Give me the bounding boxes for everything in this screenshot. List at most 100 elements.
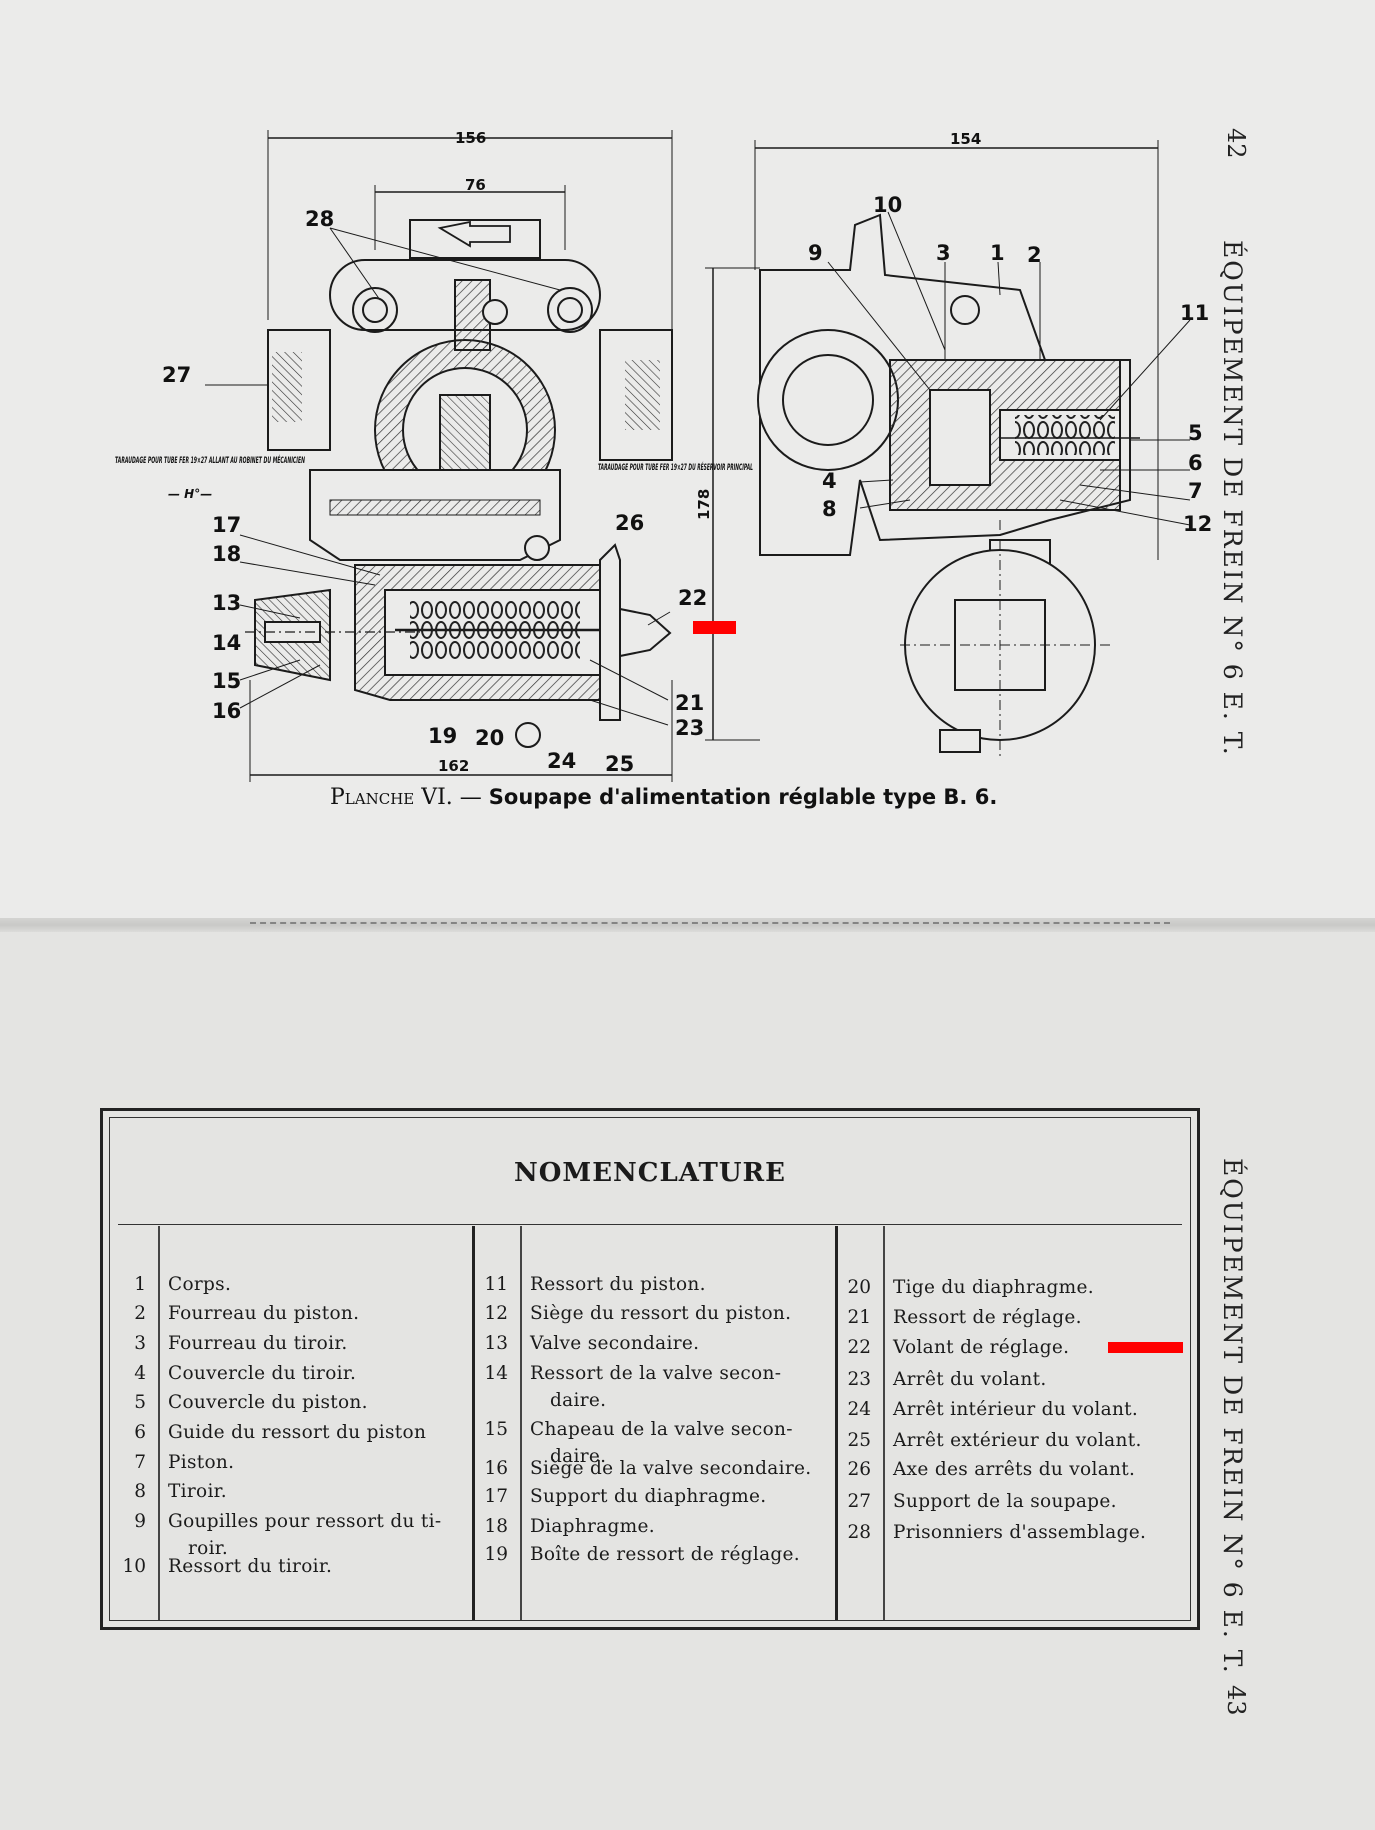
page-number-43: 43 — [1222, 1685, 1250, 1716]
column-3-number-rule — [883, 1226, 885, 1620]
item-label: Tiroir. — [168, 1481, 227, 1502]
callouts-right: 10 9 3 1 2 11 5 6 7 12 4 8 — [808, 193, 1212, 536]
table-inner-border: NOMENCLATURE 1 Corps. 2 Fourreau du piston.… — [109, 1117, 1191, 1621]
right-thread-note: TARAUDAGE POUR TUBE FER 19×27 DU RÉSERVO… — [598, 461, 753, 473]
dim-162: 162 — [438, 757, 469, 775]
item-number: 8 — [134, 1481, 146, 1502]
callout-26: 26 — [615, 511, 644, 535]
item-number: 2 — [134, 1303, 146, 1324]
item-number: 4 — [134, 1363, 146, 1384]
running-head-bottom: ÉQUIPEMENT DE FREIN N° 6 E. T. — [1218, 1158, 1247, 1675]
running-head-top: ÉQUIPEMENT DE FREIN N° 6 E. T. — [1218, 240, 1247, 757]
callout-13: 13 — [212, 591, 241, 615]
highlight-marker-drawing — [693, 621, 736, 634]
item-number: 27 — [847, 1491, 871, 1512]
callout-24: 24 — [547, 749, 576, 773]
fold-marks — [250, 922, 1170, 928]
item-label: Fourreau du piston. — [168, 1303, 360, 1324]
callout-22: 22 — [678, 586, 707, 610]
item-label-continuation: daire. — [550, 1390, 607, 1411]
item-number: 10 — [122, 1556, 146, 1577]
item-label: Corps. — [168, 1274, 232, 1295]
callout-4: 4 — [822, 469, 837, 493]
dim-178: 178 — [695, 489, 713, 520]
callout-19: 19 — [428, 724, 457, 748]
callout-21: 21 — [675, 691, 704, 715]
item-label: Goupilles pour ressort du ti- — [168, 1511, 442, 1532]
item-number: 24 — [847, 1399, 871, 1420]
left-thread-note: TARAUDAGE POUR TUBE FER 19×27 ALLANT AU … — [115, 454, 305, 466]
item-number: 16 — [484, 1458, 508, 1479]
page-number-42: 42 — [1222, 128, 1250, 159]
item-number: 19 — [484, 1544, 508, 1565]
item-number: 23 — [847, 1369, 871, 1390]
callout-5: 5 — [1188, 421, 1203, 445]
item-label: Ressort de réglage. — [893, 1307, 1082, 1328]
item-number: 20 — [847, 1277, 871, 1298]
item-number: 12 — [484, 1303, 508, 1324]
title-divider — [118, 1224, 1182, 1225]
left-thread-sub: — H°— — [168, 487, 212, 501]
item-label-continuation: roir. — [188, 1538, 229, 1559]
item-label: Volant de réglage. — [893, 1337, 1070, 1358]
column-divider-2 — [835, 1226, 838, 1620]
item-number: 17 — [484, 1486, 508, 1507]
plate-caption: Planche VI. — Soupape d'alimentation rég… — [330, 785, 1030, 810]
page-fold — [0, 918, 1375, 932]
callout-16: 16 — [212, 699, 241, 723]
nomenclature-title: NOMENCLATURE — [514, 1158, 786, 1188]
callout-1: 1 — [990, 241, 1005, 265]
item-label: Tige du diaphragme. — [893, 1277, 1094, 1298]
item-number: 1 — [134, 1274, 146, 1295]
item-label: Couvercle du piston. — [168, 1392, 368, 1413]
item-label: Couvercle du tiroir. — [168, 1363, 357, 1384]
item-number: 18 — [484, 1516, 508, 1537]
dim-156: 156 — [455, 129, 486, 147]
callout-3: 3 — [936, 241, 951, 265]
callout-11: 11 — [1180, 301, 1209, 325]
dim-154: 154 — [950, 130, 981, 148]
callout-15: 15 — [212, 669, 241, 693]
top-page — [0, 0, 1375, 925]
column-2-number-rule — [520, 1226, 522, 1620]
callout-23: 23 — [675, 716, 704, 740]
callout-10: 10 — [873, 193, 902, 217]
item-label: Prisonniers d'assemblage. — [893, 1522, 1147, 1543]
callout-20: 20 — [475, 726, 504, 750]
item-label: Guide du ressort du piston — [168, 1422, 427, 1443]
item-label: Axe des arrêts du volant. — [893, 1459, 1136, 1480]
callout-6: 6 — [1188, 451, 1203, 475]
left-view — [205, 130, 760, 782]
item-number: 25 — [847, 1430, 871, 1451]
callout-7: 7 — [1188, 479, 1203, 503]
item-label: Arrêt du volant. — [893, 1369, 1047, 1390]
column-1-number-rule — [158, 1226, 160, 1620]
caption-prefix: Planche VI. — — [330, 785, 482, 810]
item-number: 9 — [134, 1511, 146, 1532]
callout-8: 8 — [822, 497, 837, 521]
item-number: 14 — [484, 1363, 508, 1384]
item-label: Boîte de ressort de réglage. — [530, 1544, 800, 1565]
item-number: 21 — [847, 1307, 871, 1328]
item-number: 22 — [847, 1337, 871, 1358]
dim-76: 76 — [465, 176, 486, 194]
item-label: Support de la soupape. — [893, 1491, 1117, 1512]
callout-25: 25 — [605, 752, 634, 776]
item-label: Support du diaphragme. — [530, 1486, 767, 1507]
callout-18: 18 — [212, 542, 241, 566]
right-view — [754, 140, 1191, 760]
highlight-marker-table — [1108, 1342, 1183, 1353]
item-label: Ressort du piston. — [530, 1274, 706, 1295]
callout-27: 27 — [162, 363, 191, 387]
item-label: Siège du ressort du piston. — [530, 1303, 792, 1324]
dimension-labels: 156 76 154 178 162 — [438, 129, 981, 775]
caption-title: Soupape d'alimentation réglable type B. … — [488, 785, 998, 809]
item-label: Chapeau de la valve secon- — [530, 1419, 793, 1440]
callout-2: 2 — [1027, 243, 1042, 267]
nomenclature-table: NOMENCLATURE 1 Corps. 2 Fourreau du piston.… — [100, 1108, 1200, 1630]
item-label: Ressort du tiroir. — [168, 1556, 333, 1577]
item-number: 7 — [134, 1452, 146, 1473]
callouts-left: 28 27 17 18 13 14 15 16 19 20 24 25 26 2… — [162, 207, 707, 776]
valve-drawing: 156 76 154 178 162 28 27 17 18 13 14 15 … — [115, 129, 1212, 782]
item-label: Piston. — [168, 1452, 235, 1473]
